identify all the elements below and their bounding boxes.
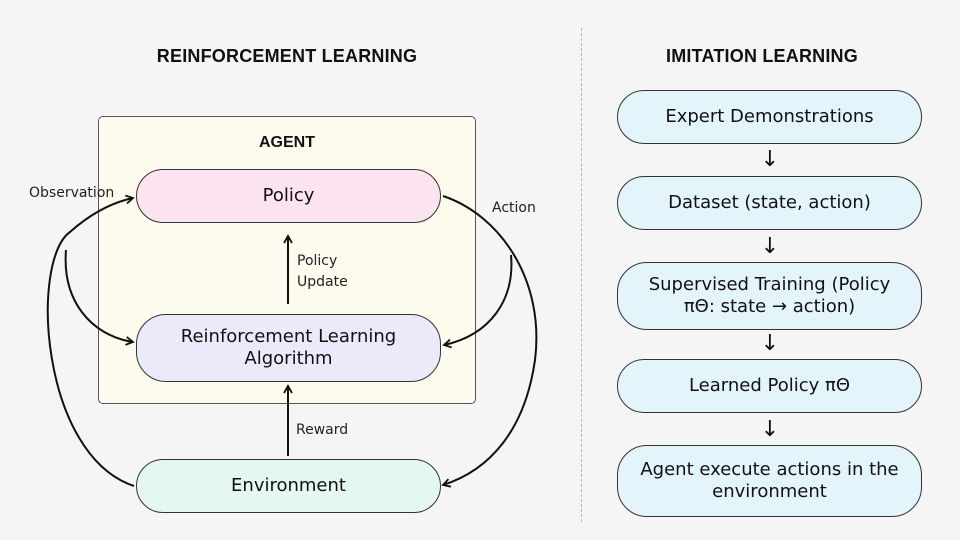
action-inner-arrow bbox=[442, 254, 513, 349]
down-arrow-icon: ↓ bbox=[760, 417, 780, 442]
down-arrow-icon: ↓ bbox=[760, 331, 780, 356]
il-step-label: Dataset (state, action) bbox=[668, 192, 871, 213]
down-arrow-icon: ↓ bbox=[760, 234, 780, 259]
policy-node: Policy bbox=[136, 169, 441, 223]
rl-algorithm-node-label: Reinforcement Learning Algorithm bbox=[180, 326, 397, 369]
section-divider bbox=[581, 28, 582, 522]
policy-update-label: Policy Update bbox=[297, 253, 348, 290]
il-step-label: Learned Policy πΘ bbox=[688, 375, 851, 396]
il-step-label: Agent execute actions in the environment bbox=[640, 459, 899, 502]
il-title: IMITATION LEARNING bbox=[666, 46, 858, 66]
il-step-supervised-training: Supervised Training (Policy πΘ: state → … bbox=[617, 262, 922, 330]
observation-label: Observation bbox=[29, 185, 115, 201]
rl-title: REINFORCEMENT LEARNING bbox=[156, 46, 418, 66]
policy-node-label: Policy bbox=[262, 185, 315, 206]
agent-label: AGENT bbox=[259, 134, 315, 151]
observation-inner-arrow bbox=[64, 249, 135, 346]
il-step-dataset: Dataset (state, action) bbox=[617, 176, 922, 230]
il-step-label: Supervised Training (Policy πΘ: state → … bbox=[648, 274, 891, 317]
action-label: Action bbox=[492, 200, 536, 216]
il-step-agent-execute: Agent execute actions in the environment bbox=[617, 445, 922, 517]
environment-node: Environment bbox=[136, 459, 441, 513]
reward-label: Reward bbox=[296, 422, 349, 438]
il-step-label: Expert Demonstrations bbox=[665, 106, 874, 127]
il-step-expert-demonstrations: Expert Demonstrations bbox=[617, 90, 922, 144]
observation-outer-arrow bbox=[46, 194, 135, 487]
environment-node-label: Environment bbox=[231, 475, 346, 496]
rl-algorithm-node: Reinforcement Learning Algorithm bbox=[136, 314, 441, 382]
il-step-learned-policy: Learned Policy πΘ bbox=[617, 359, 922, 413]
action-outer-arrow bbox=[441, 195, 538, 488]
down-arrow-icon: ↓ bbox=[760, 147, 780, 172]
